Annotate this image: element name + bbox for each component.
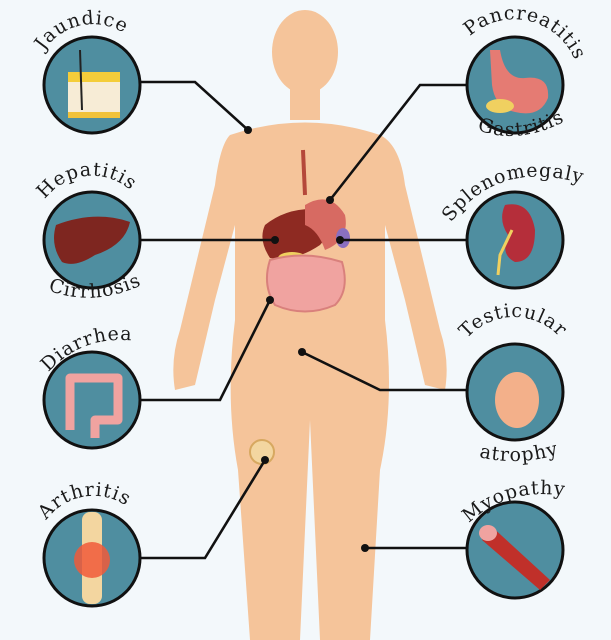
condition-arthritis: Arthritis	[33, 479, 142, 608]
liver-icon	[54, 216, 130, 264]
spleen-icon	[496, 204, 535, 276]
condition-hepatitis-cirrhosis: Hepatitis Cirrhosis	[32, 158, 143, 302]
condition-pancreatitis-gastritis: Pancreatitis Gastritis	[459, 2, 589, 141]
muscle-icon	[482, 525, 550, 590]
esophagus	[301, 149, 307, 196]
svg-text:atrophy: atrophy	[478, 438, 561, 467]
stomach-icon	[486, 50, 549, 114]
svg-text:Testicular: Testicular	[455, 300, 572, 342]
intestines	[265, 254, 346, 313]
condition-testicular-atrophy: Testicular atrophy	[455, 300, 572, 467]
connectors	[140, 80, 468, 560]
condition-myopathy: Myopathy	[458, 477, 566, 600]
condition-jaundice: Jaundice	[29, 7, 142, 135]
label-testicular: Testicular	[455, 300, 571, 342]
label-atrophy: atrophy	[478, 438, 560, 467]
skin-layer-icon	[68, 49, 120, 118]
stomach	[305, 199, 346, 250]
condition-splenomegaly: Splenomegaly	[438, 160, 586, 290]
colon-icon	[65, 373, 123, 438]
human-body	[173, 10, 447, 640]
condition-diarrhea: Diarrhea	[36, 323, 142, 450]
inflamed-joint-icon	[74, 512, 110, 604]
testicle-icon	[495, 372, 539, 428]
